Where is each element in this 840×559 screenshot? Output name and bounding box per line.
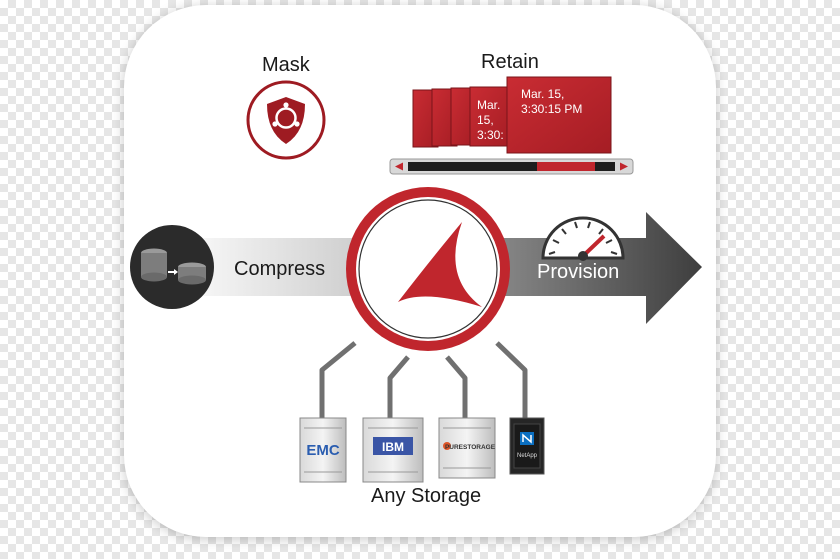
netapp-storage-icon: NetApp [509, 417, 545, 475]
any-storage-label: Any Storage [371, 485, 482, 507]
snapshot-timestamp-front: Mar. 15, 3:30:15 PM [521, 87, 583, 116]
snapshot-timestamp-back: Mar. 15, 3:30:1 [477, 98, 504, 144]
ibm-storage-icon: IBM [362, 417, 424, 483]
mask-label: Mask [262, 54, 310, 76]
central-logo [346, 187, 510, 351]
provision-label: Provision [537, 261, 620, 283]
ibm-logo-text: IBM [382, 440, 404, 454]
retain-label: Retain [481, 51, 539, 73]
retain-timeline-slider [389, 158, 634, 175]
emc-storage-icon: EMC [299, 417, 347, 483]
netapp-logo-text: NetApp [517, 453, 538, 459]
storage-connectors [319, 341, 528, 420]
emc-logo-text: EMC [306, 442, 340, 459]
shield-icon [246, 80, 326, 160]
compress-icon [130, 225, 214, 309]
purestorage-logo-text: PURESTORAGE [445, 444, 496, 451]
compress-label: Compress [234, 258, 326, 280]
provision-arrow [490, 212, 702, 324]
speedometer-icon [541, 216, 625, 261]
retain-snapshot-stack [412, 76, 612, 154]
purestorage-icon: PURESTORAGE [438, 417, 496, 479]
